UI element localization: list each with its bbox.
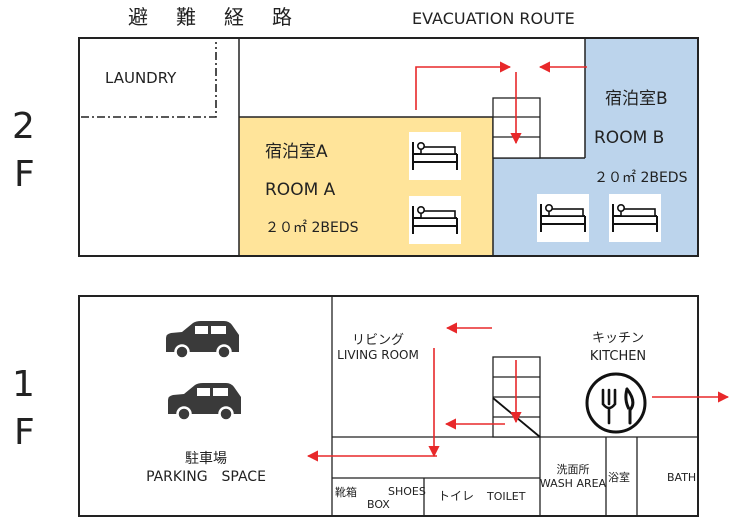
- car-icon: [166, 321, 239, 360]
- room-b-spec: ２０㎡ 2BEDS: [594, 170, 688, 186]
- floor-1-number: 1: [12, 364, 35, 405]
- floor-1-outline: [78, 295, 699, 517]
- shoes-label-ja: 靴箱: [335, 485, 357, 499]
- laundry-label: LAUNDRY: [105, 69, 177, 87]
- kitchen-label-ja: キッチン: [592, 331, 644, 346]
- shoes-label-en: SHOES: [388, 485, 426, 498]
- floor-2-number: 2: [12, 106, 35, 147]
- car-icon: [168, 383, 241, 422]
- box-label-en: BOX: [367, 498, 390, 511]
- room-a-name-ja: 宿泊室A: [265, 142, 328, 162]
- bed-icon: [408, 131, 462, 181]
- floor-2-walls: [238, 38, 586, 256]
- living-label-en: LIVING ROOM: [337, 348, 419, 362]
- room-b-name-ja: 宿泊室B: [605, 89, 668, 109]
- wash-label-ja: 洗面所: [557, 463, 590, 476]
- wash-label-en: WASH AREA: [540, 477, 607, 490]
- laundry-boundary: [81, 42, 217, 118]
- evac-arrow-room-a: [415, 61, 512, 110]
- room-a-name-en: ROOM A: [265, 180, 336, 200]
- living-label-ja: リビング: [352, 333, 404, 348]
- toilet-label-en: TOILET: [486, 490, 526, 503]
- bath-label-en: BATH: [667, 471, 696, 484]
- bed-icon: [408, 195, 462, 245]
- floor-2-letter: F: [14, 154, 35, 195]
- room-a-spec: ２０㎡ 2BEDS: [265, 220, 359, 236]
- parking-label-ja: 駐車場: [185, 450, 227, 467]
- title-ja: 避 難 経 路: [128, 5, 296, 29]
- kitchen-label-en: KITCHEN: [590, 349, 646, 364]
- title-en: EVACUATION ROUTE: [412, 9, 575, 28]
- fork-knife-icon: [585, 372, 647, 434]
- bath-label-ja: 浴室: [608, 470, 630, 484]
- bed-icon: [608, 193, 662, 243]
- floor-1: 1 F 駐車場 PARKING SPACE: [12, 295, 730, 517]
- floor-2: 2 F LAUNDRY 宿泊室A ROOM A ２０㎡ 2BEDS 宿泊室B R…: [12, 37, 699, 257]
- bed-icon: [536, 193, 590, 243]
- room-b-name-en: ROOM B: [594, 128, 664, 148]
- parking-label-en: PARKING SPACE: [146, 469, 266, 485]
- toilet-label-ja: トイレ: [438, 489, 474, 503]
- floor-1-letter: F: [14, 412, 35, 453]
- floor-2-outline: [78, 37, 699, 257]
